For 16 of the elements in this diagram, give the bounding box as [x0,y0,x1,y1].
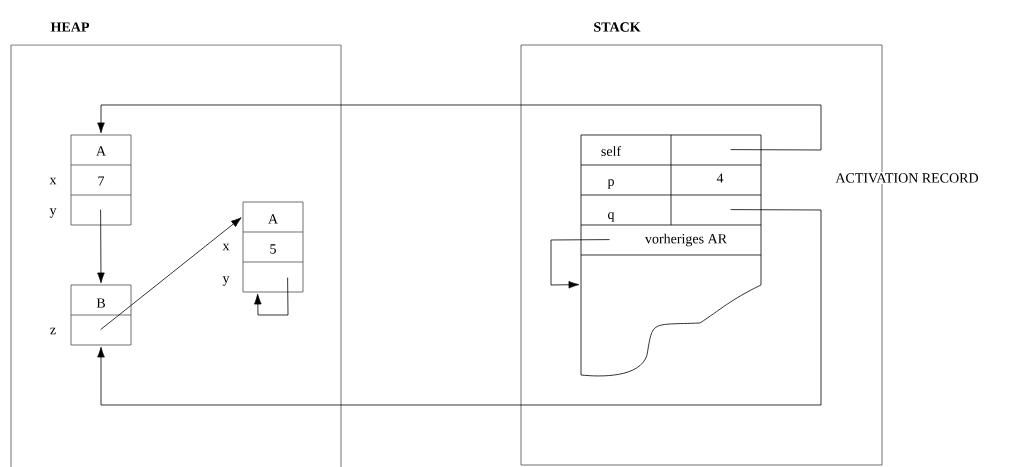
arrow [254,277,289,316]
object-box: A 7 [70,134,132,226]
arrow [97,104,822,151]
field-label: z [50,327,56,335]
field-label: x [49,177,57,185]
object-box: B [70,284,132,346]
field-label: x [222,243,230,251]
field-label: y [222,276,230,286]
arrow [97,209,822,406]
arrow [97,209,105,284]
field-label: y [49,208,57,218]
record-label: ACTIVATION RECORD [834,171,980,185]
object-box: A 5 [242,201,304,293]
arrow [550,239,610,289]
arrow [100,217,242,330]
activation-record: self p 4 q vorheriges AR [580,134,762,377]
